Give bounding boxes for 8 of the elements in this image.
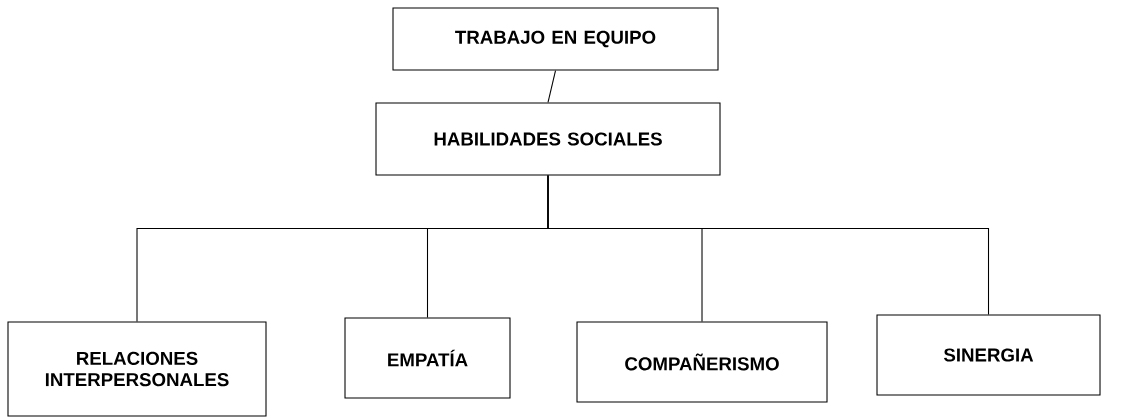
- concept-box: SINERGIA: [876, 314, 1101, 396]
- concept-box: EMPATÍA: [344, 317, 511, 399]
- concept-box: RELACIONES INTERPERSONALES: [7, 321, 267, 417]
- concept-box: TRABAJO EN EQUIPO: [392, 7, 719, 71]
- connector-line: [547, 70, 557, 103]
- concept-box: COMPAÑERISMO: [576, 321, 828, 403]
- concept-box: HABILIDADES SOCIALES: [375, 102, 721, 176]
- connector-line: [547, 175, 990, 315]
